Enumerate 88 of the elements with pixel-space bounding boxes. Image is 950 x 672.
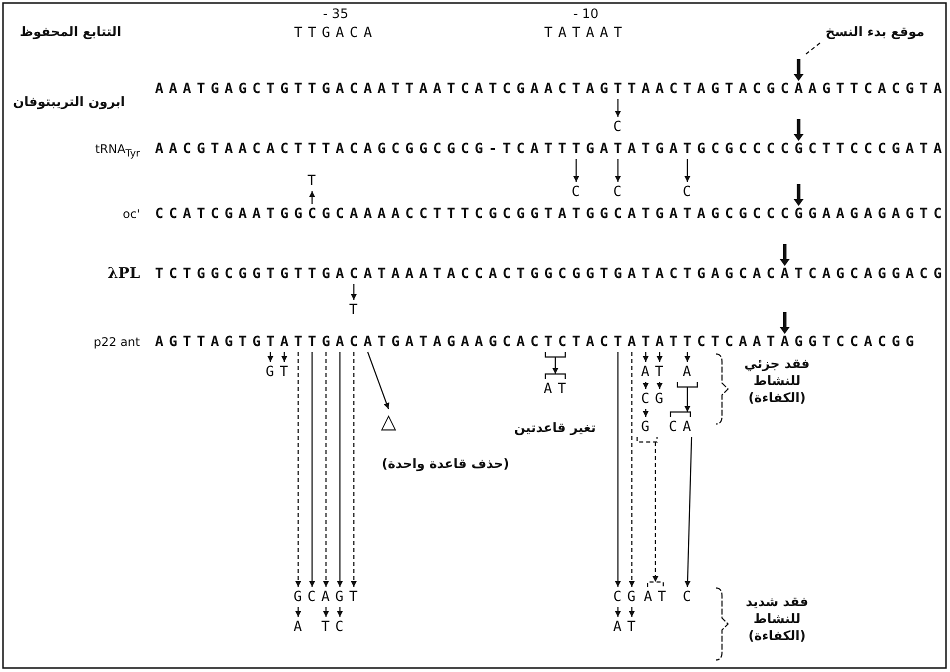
mutation-arrow <box>628 607 635 617</box>
mutation-arrow <box>295 607 302 617</box>
row-label: oc' <box>122 206 140 223</box>
mutation-arrow <box>642 382 649 389</box>
mutation-arrow <box>367 352 390 410</box>
base-letter: T <box>349 301 358 319</box>
deletion-symbol: △ <box>378 410 399 432</box>
mutation-arrow <box>614 159 621 182</box>
base-letter: A <box>321 588 331 606</box>
mutation-arrow <box>636 436 664 588</box>
mutation-arrow <box>684 352 690 362</box>
mutation-arrow <box>573 159 580 182</box>
note-text: (حذف قاعدة واحدة) <box>380 456 510 473</box>
mutation-arrow <box>267 352 274 362</box>
base-letter: AT <box>544 380 567 398</box>
mutation-arrow <box>642 409 649 417</box>
mutation-arrow <box>628 352 635 587</box>
row-label: tRNA$_{Tyr}$ <box>94 141 140 162</box>
base-letter: AT <box>644 588 668 606</box>
base-letter: G <box>640 418 650 436</box>
base-letter: C <box>613 118 623 136</box>
mutation-arrow <box>336 607 343 617</box>
mutation-arrow <box>350 284 357 300</box>
base-letter: CA <box>668 418 692 436</box>
heading-text: التتابع المحفوظ <box>18 24 122 41</box>
base-letter: T <box>627 618 636 636</box>
mutation-arrow <box>309 191 316 204</box>
mutation-arrow <box>684 436 692 588</box>
consensus-sequence: TATAAT <box>543 24 629 42</box>
dna-sequence: AGTTAGTGTATTGACATGATAGAAGCACTCTACTATATTCTCAATAGGTCCACGG <box>155 333 916 351</box>
base-letter: A <box>640 363 650 381</box>
mutation-arrow <box>656 352 663 362</box>
start-site-arrow <box>780 244 790 266</box>
base-letter: T <box>321 618 331 636</box>
row-label: p22 ant <box>92 334 140 351</box>
dna-sequence: AACGTAACACTTTACAGCGGCGCG-TCATTTGATATGATGCGCCCCGCTTCCCGATA <box>155 140 944 158</box>
mutation-arrow <box>614 607 621 617</box>
mutation-arrow <box>684 159 690 182</box>
base-letter: G <box>293 588 303 606</box>
dna-sequence: AAATGAGCTGTTGACAATTAATCATCGAACTAGTTAACTAGTACGCAAGTTCACGTA <box>155 80 944 98</box>
start-site-arrow <box>794 119 804 141</box>
mutation-arrow <box>544 351 566 380</box>
mutation-arrow <box>336 352 343 587</box>
mutation-arrow <box>656 382 663 389</box>
base-letter: G <box>335 588 345 606</box>
mutation-arrow <box>614 352 621 587</box>
mutation-arrow <box>309 352 316 587</box>
mutation-arrow <box>350 352 357 587</box>
base-letter: C <box>682 183 692 201</box>
row-label: λPL <box>106 264 140 282</box>
note-text: تغير قاعدتين <box>513 420 597 437</box>
mutation-arrow <box>323 352 329 587</box>
base-letter: A <box>293 618 303 636</box>
mutation-arrow <box>670 381 698 418</box>
base-letter: T <box>654 363 664 381</box>
dna-sequence: CCATCGAATGGCGCAAAACCTTTCGCGGTATGGCATGATAGCGCCCGGAAGAGAGTC <box>155 205 944 223</box>
row-label: ابرون التريبتوفان <box>12 94 126 111</box>
base-letter: C <box>682 588 692 606</box>
base-letter: C <box>613 588 623 606</box>
mutation-arrow <box>642 352 649 362</box>
mutation-arrow <box>614 99 621 117</box>
callout-text: موقع بدء النسخ <box>805 24 945 42</box>
base-letter: C <box>613 183 623 201</box>
base-letter: C <box>571 183 581 201</box>
base-letter: C <box>640 390 650 408</box>
consensus-sequence: TTGACA <box>292 24 378 42</box>
base-letter: G <box>627 588 636 606</box>
position-label: - 35 <box>322 6 350 24</box>
base-letter: T <box>280 363 289 381</box>
base-letter: C <box>307 588 317 606</box>
base-letter: A <box>682 363 692 381</box>
base-letter: T <box>307 172 317 190</box>
mutation-arrow <box>323 607 329 617</box>
note-text: فقد شديد للنشاط (الكفاءة) <box>744 594 810 645</box>
start-site-arrow <box>794 59 804 81</box>
base-letter: T <box>349 588 358 606</box>
start-site-arrow <box>780 312 790 334</box>
base-letter: G <box>654 390 664 408</box>
leader-line <box>806 42 820 54</box>
base-letter: C <box>335 618 345 636</box>
base-letter: G <box>266 363 276 381</box>
position-label: - 10 <box>572 6 600 24</box>
base-letter: A <box>613 618 623 636</box>
note-text: فقد جزئي للنشاط (الكفاءة) <box>743 356 811 407</box>
mutation-arrow <box>295 352 302 587</box>
mutation-arrow <box>281 352 288 362</box>
start-site-arrow <box>794 184 804 206</box>
dna-sequence: TCTGGCGGTGTTGACATAAATACCACTGGCGGTGATACTGAGCACATCAGCAGGACG <box>155 265 944 283</box>
